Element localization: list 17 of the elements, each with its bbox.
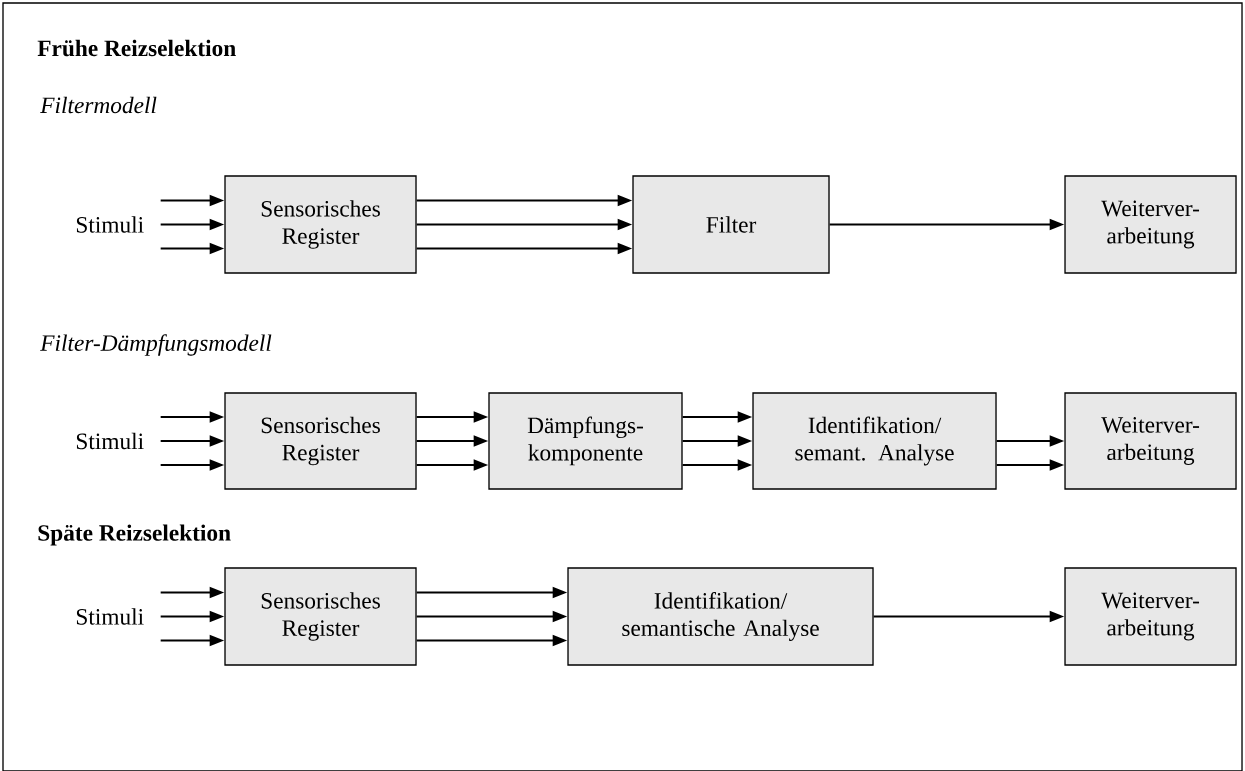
input-label: Stimuli — [76, 216, 144, 233]
input-label: Stimuli — [76, 608, 144, 625]
section-heading: Filtermodell — [40, 96, 157, 114]
process-box: Weiterver- arbeitung — [1064, 175, 1237, 274]
section-heading: Späte Reizselektion — [38, 524, 231, 546]
section-heading: Frühe Reizselektion — [37, 39, 236, 57]
process-box: Sensorisches Register — [224, 175, 417, 274]
process-box: Weiterver- arbeitung — [1064, 392, 1237, 490]
process-box: Identifikation/ semant. Analyse — [752, 392, 997, 490]
process-box: Sensorisches Register — [224, 392, 417, 490]
section-heading: Filter-Dämpfungsmodell — [40, 334, 272, 356]
process-box: Filter — [632, 175, 830, 274]
process-box: Weiterver- arbeitung — [1064, 567, 1237, 666]
process-box: Sensorisches Register — [224, 567, 417, 666]
process-box: Identifikation/ semantische Analyse — [567, 567, 874, 666]
input-label: Stimuli — [76, 432, 144, 450]
process-box: Dämpfungs- komponente — [488, 392, 683, 490]
